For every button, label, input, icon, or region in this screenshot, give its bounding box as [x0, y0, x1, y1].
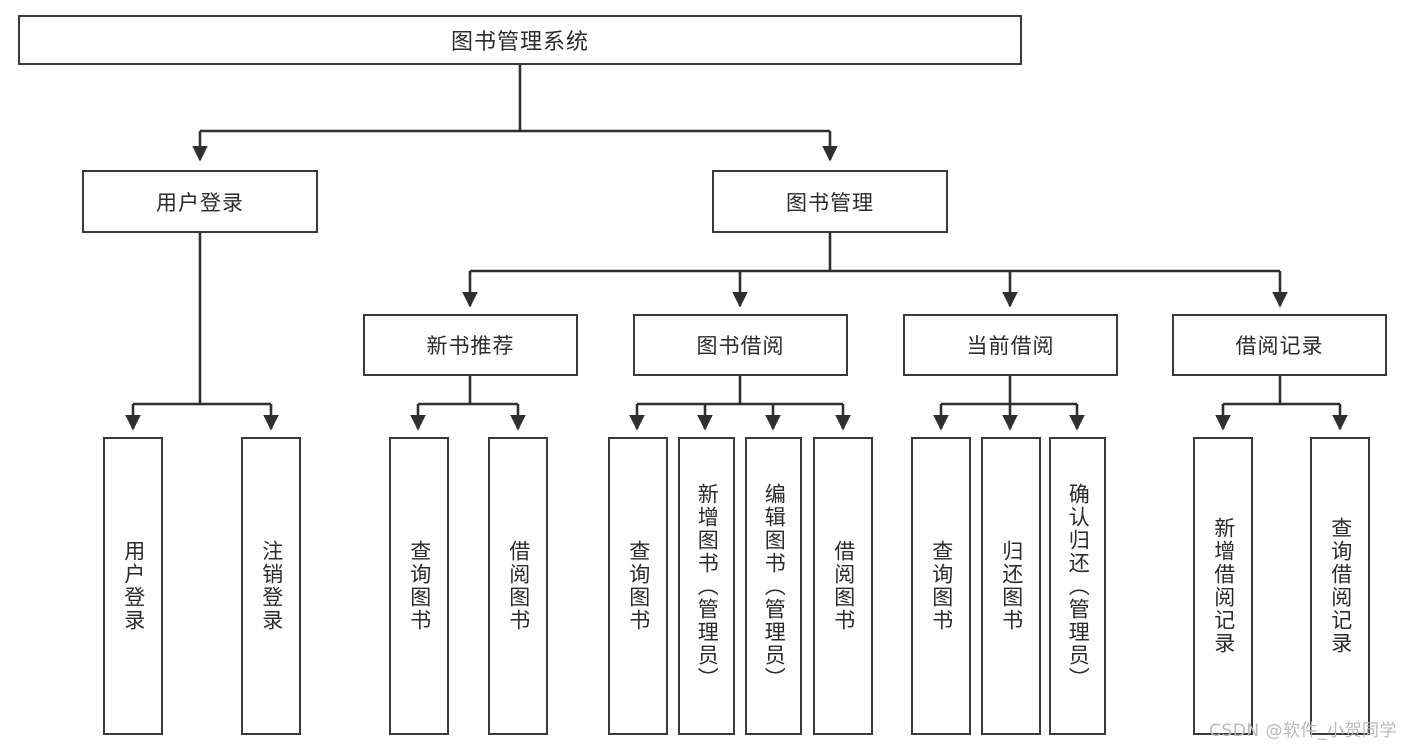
leaf-edit-book-admin-label: 编辑图书（管理员） [762, 482, 786, 690]
leaf-add-borrow-record-label: 新增借阅记录 [1211, 517, 1235, 655]
leaf-return-book-label: 归还图书 [999, 540, 1023, 632]
leaf-query-book-recommend-label: 查询图书 [407, 540, 431, 632]
leaf-borrow-book-recommend-label: 借阅图书 [506, 540, 530, 632]
node-new-book-recommend-label: 新书推荐 [426, 334, 515, 358]
node-root-label: 图书管理系统 [450, 30, 589, 55]
leaf-confirm-return-admin-label: 确认归还（管理员） [1066, 482, 1090, 690]
leaf-add-book-admin[interactable]: 新增图书（管理员） [678, 437, 735, 735]
node-current-borrow-label: 当前借阅 [966, 334, 1055, 358]
leaf-edit-book-admin[interactable]: 编辑图书（管理员） [745, 437, 802, 735]
leaf-add-book-admin-label: 新增图书（管理员） [695, 482, 719, 690]
leaf-logout[interactable]: 注销登录 [241, 437, 301, 735]
node-book-borrow-label: 图书借阅 [696, 334, 785, 358]
node-root[interactable]: 图书管理系统 [18, 15, 1022, 65]
leaf-query-borrow-record-label: 查询借阅记录 [1328, 517, 1352, 655]
node-borrow-record-label: 借阅记录 [1235, 334, 1324, 358]
leaf-borrow-book[interactable]: 借阅图书 [813, 437, 873, 735]
leaf-logout-label: 注销登录 [259, 540, 283, 632]
leaf-return-book[interactable]: 归还图书 [981, 437, 1041, 735]
leaf-user-login[interactable]: 用户登录 [103, 437, 163, 735]
leaf-query-book-recommend[interactable]: 查询图书 [389, 437, 449, 735]
node-borrow-record[interactable]: 借阅记录 [1172, 314, 1387, 376]
node-book-borrow[interactable]: 图书借阅 [633, 314, 848, 376]
watermark: CSDN @软件_小贺同学 [1209, 721, 1397, 741]
node-user-login[interactable]: 用户登录 [82, 170, 318, 233]
node-book-management-label: 图书管理 [786, 190, 874, 215]
node-current-borrow[interactable]: 当前借阅 [903, 314, 1118, 376]
node-new-book-recommend[interactable]: 新书推荐 [363, 314, 578, 376]
leaf-add-borrow-record[interactable]: 新增借阅记录 [1193, 437, 1253, 735]
node-book-management[interactable]: 图书管理 [712, 170, 948, 233]
node-user-login-label: 用户登录 [156, 190, 244, 215]
leaf-query-book-borrow-label: 查询图书 [626, 540, 650, 632]
leaf-borrow-book-recommend[interactable]: 借阅图书 [488, 437, 548, 735]
leaf-confirm-return-admin[interactable]: 确认归还（管理员） [1049, 437, 1106, 735]
leaf-borrow-book-label: 借阅图书 [831, 540, 855, 632]
leaf-query-borrow-record[interactable]: 查询借阅记录 [1310, 437, 1370, 735]
leaf-query-book-current-label: 查询图书 [929, 540, 953, 632]
leaf-user-login-label: 用户登录 [121, 540, 145, 632]
leaf-query-book-borrow[interactable]: 查询图书 [608, 437, 668, 735]
leaf-query-book-current[interactable]: 查询图书 [911, 437, 971, 735]
